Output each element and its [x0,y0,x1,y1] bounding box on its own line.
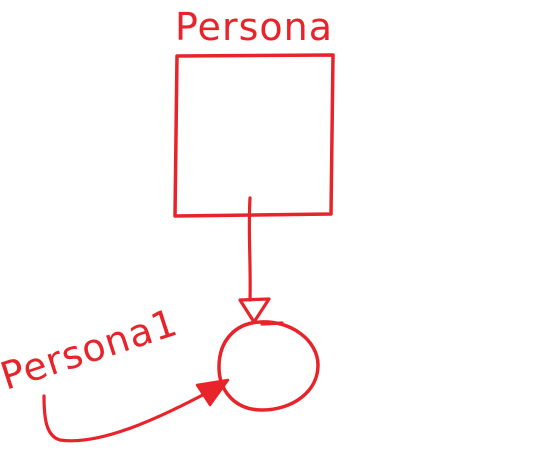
persona-box [173,53,335,218]
persona1-label: Persona1 [0,300,183,398]
filled-arrowhead [195,378,230,407]
open-triangle-arrowhead [238,297,271,324]
persona-label: Persona [175,5,333,49]
persona1-circle [217,320,320,412]
connector-line [247,196,252,302]
curved-arrow-line [42,387,216,443]
